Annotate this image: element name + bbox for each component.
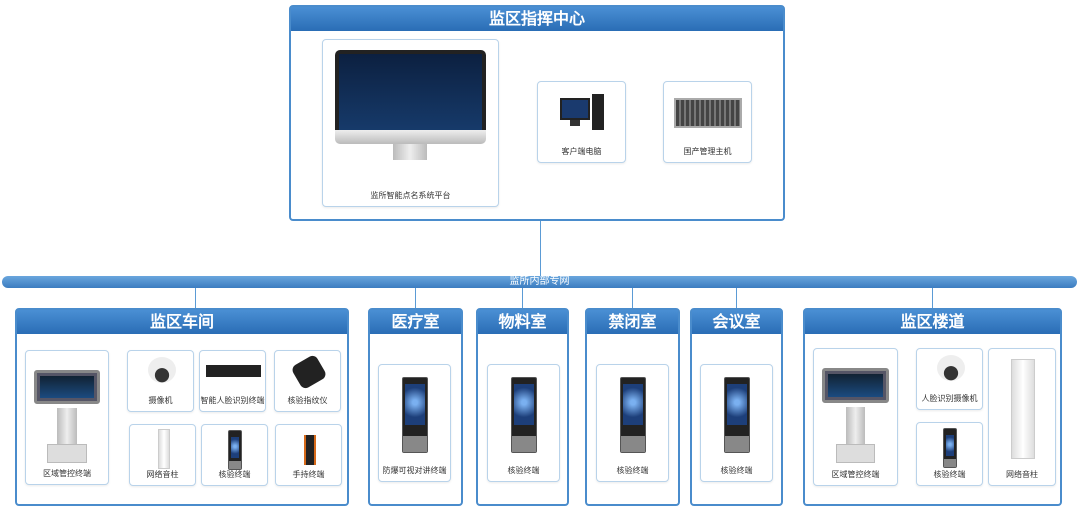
- connector-meeting: [736, 288, 737, 309]
- intercom-terminal-icon: [401, 377, 428, 453]
- meeting-title: 会议室: [692, 310, 781, 334]
- network-label: 监所内部专网: [509, 276, 570, 287]
- meeting-box: 会议室 核验终端: [690, 308, 783, 506]
- pc-label: 客户端电脑: [561, 147, 602, 156]
- command-center-title: 监区指挥中心: [291, 7, 783, 31]
- kiosk-icon: [822, 368, 889, 404]
- speaker-column-icon: [158, 429, 170, 469]
- dome-camera-icon: [937, 355, 965, 381]
- connector-workshop: [195, 288, 196, 309]
- connector-medical: [415, 288, 416, 309]
- face-terminal-card: 智能人脸识别终端: [199, 350, 266, 412]
- item-label: 核验终端: [933, 470, 966, 479]
- item-label: 核验终端: [507, 466, 540, 475]
- platform-label: 监所智能点名系统平台: [370, 191, 451, 200]
- item-label: 核验终端: [218, 470, 251, 479]
- server-icon: [674, 98, 742, 128]
- item-label: 智能人脸识别终端: [200, 396, 265, 405]
- item-label: 区域管控终端: [831, 470, 880, 479]
- confinement-box: 禁闭室 核验终端: [585, 308, 680, 506]
- desktop-pc-icon: [560, 94, 604, 134]
- pc-card: 客户端电脑: [537, 81, 626, 163]
- face-terminal-icon: [723, 377, 750, 453]
- item-label: 防爆可视对讲终端: [382, 466, 447, 475]
- connector-corridor: [932, 288, 933, 309]
- speaker-card: 网络音柱: [988, 348, 1056, 486]
- item-label: 核验终端: [616, 466, 649, 475]
- item-label: 核验终端: [720, 466, 753, 475]
- monitor-icon: [335, 50, 486, 160]
- connector-confinement: [632, 288, 633, 309]
- item-label: 人脸识别摄像机: [921, 394, 978, 403]
- face-terminal-icon: [619, 377, 646, 453]
- camera-card: 摄像机: [127, 350, 194, 412]
- item-label: 摄像机: [148, 396, 173, 405]
- item-label: 区域管控终端: [43, 469, 91, 478]
- kiosk-icon: [34, 369, 100, 405]
- command-center-box: 监区指挥中心 监所智能点名系统平台 客户端电脑 国产管理主机: [289, 5, 785, 221]
- verify-card: 核验终端: [596, 364, 669, 482]
- intercom-card: 防爆可视对讲终端: [378, 364, 451, 482]
- material-box: 物料室 核验终端: [476, 308, 569, 506]
- fingerprint-card: 核验指纹仪: [274, 350, 341, 412]
- server-label: 国产管理主机: [683, 147, 732, 156]
- connector-material: [522, 288, 523, 309]
- face-terminal-icon: [510, 377, 537, 453]
- item-label: 网络音柱: [146, 470, 179, 479]
- item-label: 手持终端: [292, 470, 325, 479]
- nvr-box-icon: [206, 365, 261, 377]
- face-terminal-icon: [942, 428, 957, 468]
- item-label: 网络音柱: [1006, 470, 1038, 479]
- server-card: 国产管理主机: [663, 81, 752, 163]
- platform-card: 监所智能点名系统平台: [322, 39, 499, 207]
- verify-terminal-card: 核验终端: [201, 424, 268, 486]
- dome-camera-icon: [148, 357, 176, 383]
- speaker-column-icon: [1011, 359, 1035, 459]
- verify-card: 核验终端: [700, 364, 773, 482]
- kiosk-card: 区域管控终端: [813, 348, 898, 486]
- confinement-title: 禁闭室: [587, 310, 678, 334]
- workshop-box: 监区车间 区域管控终端 摄像机 智能人脸识别终端 核验指纹仪 网络音柱 核验终端…: [15, 308, 349, 506]
- speaker-card: 网络音柱: [129, 424, 196, 486]
- medical-box: 医疗室 防爆可视对讲终端: [368, 308, 463, 506]
- fingerprint-reader-icon: [290, 353, 328, 391]
- connector-center: [540, 220, 541, 277]
- item-label: 核验指纹仪: [287, 396, 328, 405]
- handheld-terminal-icon: [304, 435, 316, 465]
- medical-title: 医疗室: [370, 310, 461, 334]
- face-camera-card: 人脸识别摄像机: [916, 348, 983, 410]
- face-terminal-icon: [227, 430, 242, 470]
- material-title: 物料室: [478, 310, 567, 334]
- network-bus: 监所内部专网: [2, 276, 1077, 288]
- kiosk-card: 区域管控终端: [25, 350, 109, 485]
- handheld-card: 手持终端: [275, 424, 342, 486]
- verify-terminal-card: 核验终端: [916, 422, 983, 486]
- corridor-title: 监区楼道: [805, 310, 1060, 334]
- corridor-box: 监区楼道 区域管控终端 人脸识别摄像机 核验终端 网络音柱: [803, 308, 1062, 506]
- verify-card: 核验终端: [487, 364, 560, 482]
- workshop-title: 监区车间: [17, 310, 347, 334]
